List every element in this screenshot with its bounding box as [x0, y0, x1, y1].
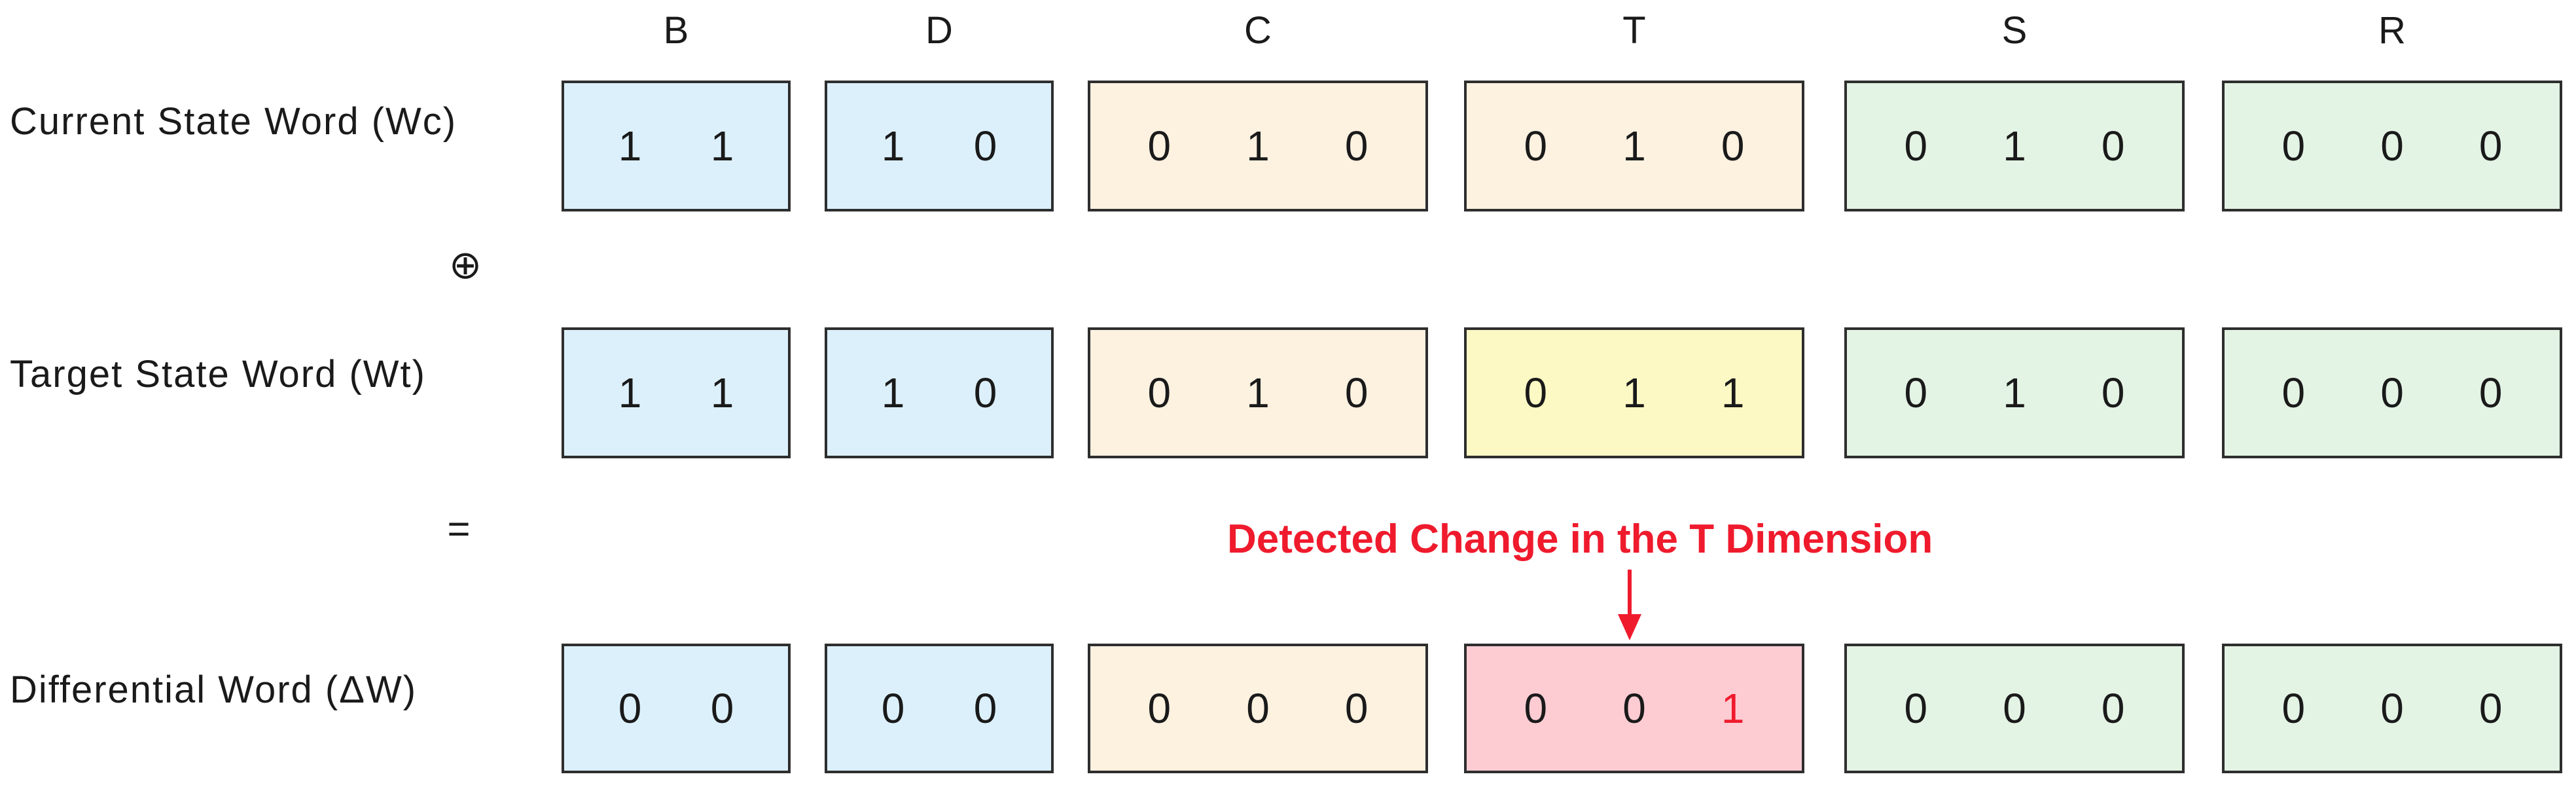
bit: 0: [2478, 685, 2503, 732]
bit: 1: [1622, 369, 1646, 416]
bit-group-differential-r: 0 0 0: [2222, 644, 2562, 773]
bit: 0: [1904, 369, 1928, 416]
bit: 0: [2380, 369, 2404, 416]
bit: 0: [1524, 369, 1548, 416]
bit: 1: [710, 122, 734, 170]
bit: 0: [973, 685, 997, 732]
bit: 0: [881, 685, 905, 732]
bit-group-differential-t: 0 0 1: [1464, 644, 1804, 773]
change-annotation: Detected Change in the T Dimension: [1227, 517, 1933, 562]
bit: 0: [2281, 369, 2306, 416]
bit-group-differential-c: 0 0 0: [1088, 644, 1428, 773]
bit: 0: [1721, 122, 1745, 170]
bit: 0: [2101, 369, 2125, 416]
bit: 0: [1344, 122, 1368, 170]
bit: 1: [710, 369, 734, 416]
bit-group-target-c: 0 1 0: [1088, 327, 1428, 458]
xor-operator: ⊕: [448, 243, 482, 287]
bit: 0: [1524, 122, 1548, 170]
bit: 1: [1622, 122, 1646, 170]
bit: 0: [1344, 369, 1368, 416]
equals-operator: =: [447, 507, 471, 551]
bit: 1: [1721, 685, 1745, 732]
bit: 0: [1147, 369, 1172, 416]
bit-group-current-s: 0 1 0: [1844, 81, 2185, 211]
bit-group-target-r: 0 0 0: [2222, 327, 2562, 458]
bit: 0: [710, 685, 734, 732]
bit-group-current-t: 0 1 0: [1464, 81, 1804, 211]
bit: 1: [618, 369, 642, 416]
bit: 1: [2003, 369, 2026, 416]
column-header-s: S: [2001, 9, 2028, 52]
bit: 0: [2478, 122, 2503, 170]
bit: 0: [973, 369, 997, 416]
bit: 0: [2380, 685, 2404, 732]
bit: 0: [2101, 122, 2125, 170]
annotation-arrow-head: [1618, 614, 1641, 640]
bit: 0: [1904, 685, 1928, 732]
bit: 0: [973, 122, 997, 170]
bit: 1: [1246, 122, 1270, 170]
bit: 1: [881, 122, 905, 170]
column-header-c: C: [1244, 9, 1272, 52]
bit: 0: [1147, 122, 1172, 170]
bit: 1: [2003, 122, 2026, 170]
bit: 0: [618, 685, 642, 732]
bit-group-differential-s: 0 0 0: [1844, 644, 2185, 773]
bit: 0: [1147, 685, 1172, 732]
bit-group-current-r: 0 0 0: [2222, 81, 2562, 211]
bit: 0: [2478, 369, 2503, 416]
row-label-current: Current State Word (Wc): [10, 100, 457, 143]
bit: 0: [2101, 685, 2125, 732]
bit-group-target-t: 0 1 1: [1464, 327, 1804, 458]
column-header-r: R: [2378, 9, 2406, 52]
column-header-t: T: [1622, 9, 1646, 52]
row-label-target: Target State Word (Wt): [10, 353, 426, 395]
bit: 0: [2281, 685, 2306, 732]
bit: 0: [1622, 685, 1646, 732]
bit-group-target-s: 0 1 0: [1844, 327, 2185, 458]
bit: 0: [2003, 685, 2026, 732]
bit: 1: [618, 122, 642, 170]
bit: 1: [1721, 369, 1745, 416]
bit: 1: [881, 369, 905, 416]
bit-group-current-c: 0 1 0: [1088, 81, 1428, 211]
bit: 0: [1904, 122, 1928, 170]
bit: 0: [2281, 122, 2306, 170]
row-label-differential: Differential Word (ΔW): [10, 668, 418, 711]
bit: 0: [2380, 122, 2404, 170]
bit: 0: [1246, 685, 1270, 732]
bit: 0: [1524, 685, 1548, 732]
column-header-d: D: [925, 9, 953, 52]
bit: 0: [1344, 685, 1368, 732]
column-header-b: B: [663, 9, 689, 52]
bit: 1: [1246, 369, 1270, 416]
